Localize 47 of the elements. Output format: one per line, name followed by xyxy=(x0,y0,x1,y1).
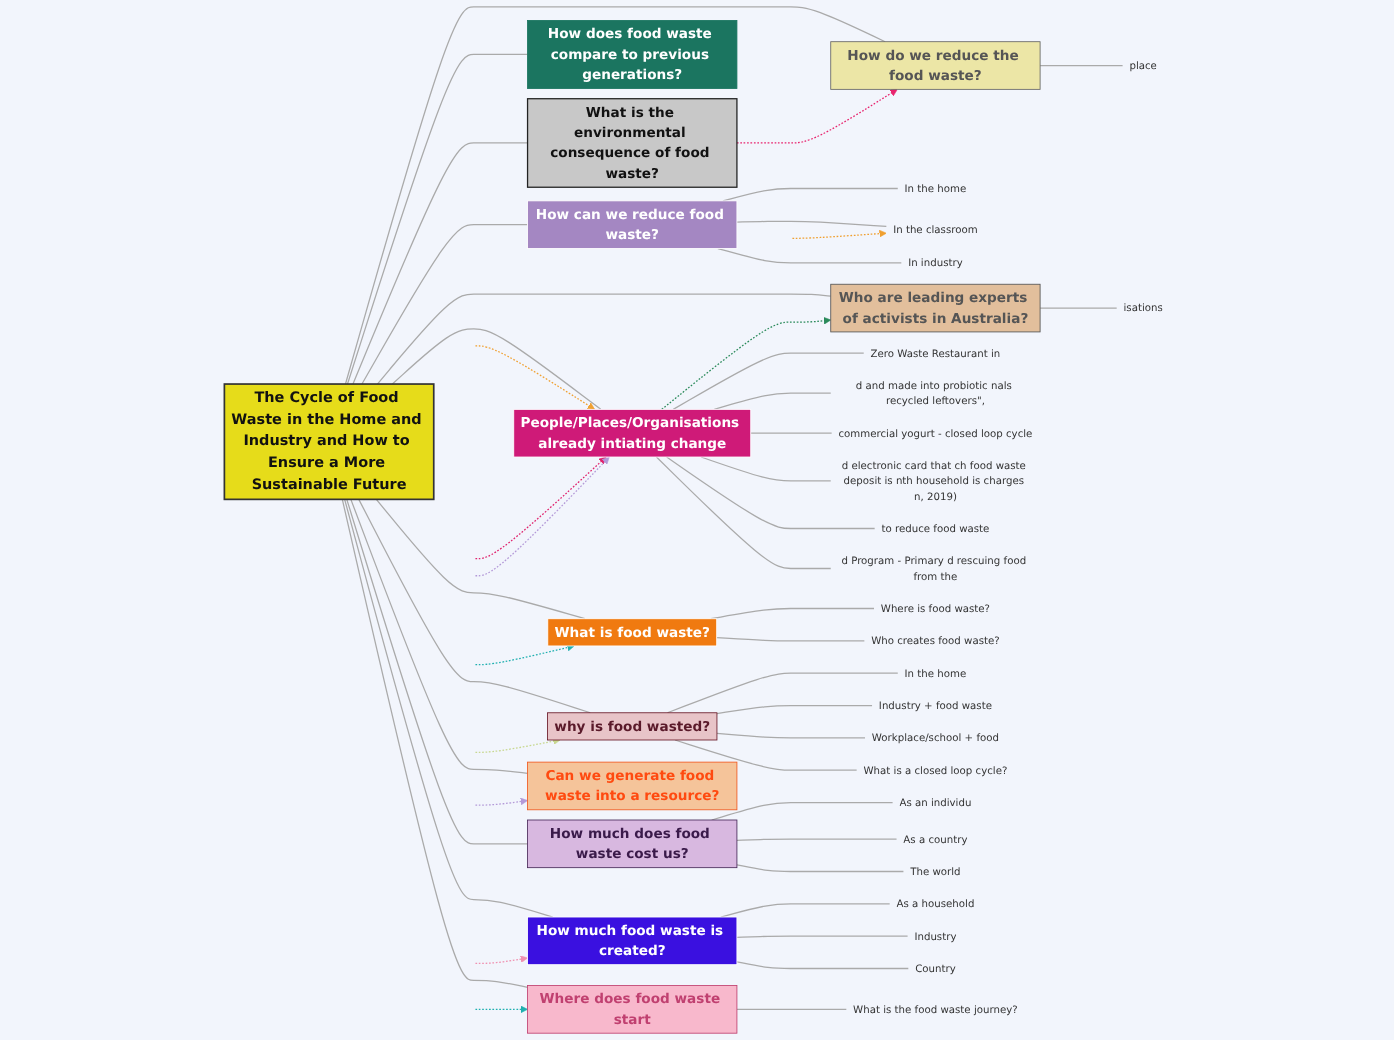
connector xyxy=(672,352,865,410)
connector xyxy=(661,317,832,410)
connector xyxy=(350,498,529,774)
connector xyxy=(361,224,529,385)
connector xyxy=(474,643,575,666)
connector xyxy=(344,498,554,918)
connector xyxy=(341,498,529,988)
connector xyxy=(352,142,529,385)
connector xyxy=(655,456,832,570)
connector xyxy=(736,864,905,873)
connector xyxy=(1039,64,1124,67)
connector xyxy=(736,935,909,938)
connector xyxy=(346,53,529,385)
connector xyxy=(750,432,833,434)
connector xyxy=(474,456,607,560)
connector xyxy=(716,636,865,642)
connector xyxy=(1039,307,1118,309)
connector xyxy=(346,498,529,845)
connector xyxy=(711,801,894,821)
connector xyxy=(474,1005,528,1014)
connector xyxy=(710,607,875,620)
connector xyxy=(713,392,832,410)
connector xyxy=(375,498,586,620)
connector xyxy=(791,229,887,239)
connector xyxy=(474,737,561,753)
connector xyxy=(666,672,899,714)
connector xyxy=(716,704,873,715)
connector xyxy=(722,187,899,202)
connector xyxy=(474,456,610,577)
connector xyxy=(391,328,602,410)
connector xyxy=(736,89,898,144)
connector xyxy=(344,6,886,385)
connector xyxy=(358,498,591,714)
connector xyxy=(736,961,909,970)
connector xyxy=(716,732,866,739)
connector xyxy=(674,739,858,771)
connector xyxy=(666,456,876,530)
connector xyxy=(376,293,832,385)
connector xyxy=(717,247,902,264)
connector xyxy=(474,345,595,410)
connector xyxy=(736,1008,847,1010)
connector xyxy=(474,955,528,965)
connector xyxy=(700,456,832,482)
connector xyxy=(474,797,528,806)
connector xyxy=(720,903,891,918)
connector xyxy=(736,220,887,228)
connector xyxy=(736,838,898,841)
